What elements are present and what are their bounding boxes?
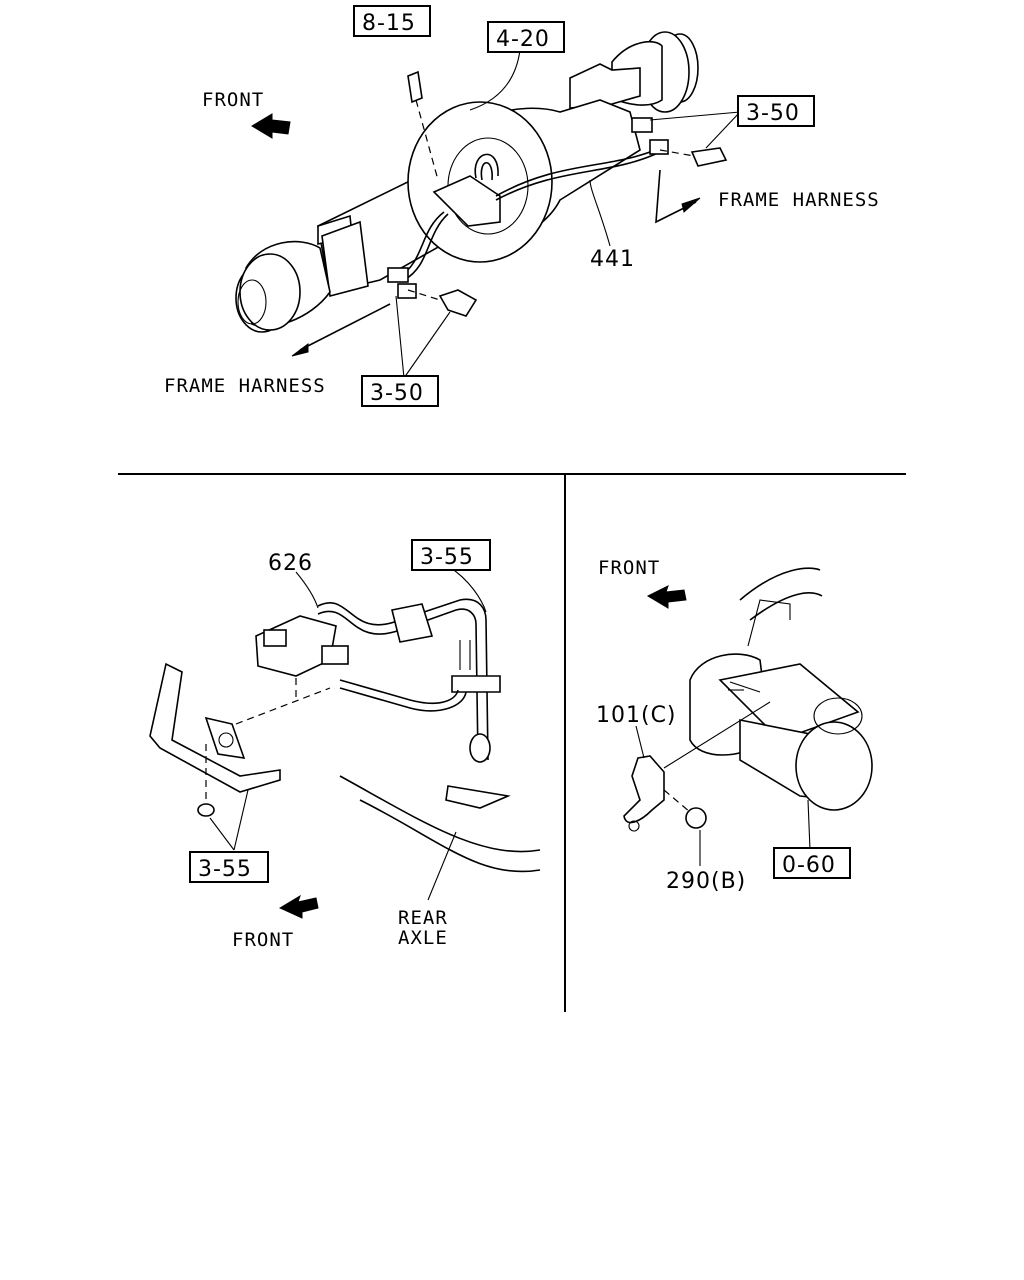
ref-box-3-50-left[interactable]	[361, 375, 439, 407]
frame-harness-arrow-icon-left	[291, 343, 309, 357]
bracket-drawing	[149, 662, 281, 817]
bracket-101c-drawing	[623, 701, 771, 832]
ref-4-20[interactable]: 4-20	[496, 27, 550, 52]
ref-box-3-55-top[interactable]	[411, 539, 491, 571]
rear-axle-leader	[427, 831, 457, 901]
ref-3-50-right[interactable]: 3-50	[746, 101, 800, 126]
ref-3-55-bottom-leader-b	[233, 789, 249, 851]
ref-box-4-20[interactable]	[487, 21, 565, 53]
part-626-leader	[295, 571, 319, 609]
rear-axle-curve	[339, 775, 541, 853]
front-arrow-icon-bottom-right	[646, 585, 687, 609]
label-axle: AXLE	[398, 927, 448, 949]
part-101c-leader	[635, 725, 645, 759]
ref-3-55-bottom[interactable]: 3-55	[198, 857, 252, 882]
top-panel-rear-axle: FRONT FRAME HARNESS FRAME HARNESS 441 8-…	[164, 5, 880, 407]
bolts-drawing	[407, 70, 728, 317]
ref-8-15[interactable]: 8-15	[362, 11, 416, 36]
ref-0-60-leader	[807, 799, 811, 851]
ref-3-55-bottom-leader-a	[209, 817, 235, 851]
ref-3-55-top[interactable]: 3-55	[420, 545, 474, 570]
right-hub-drawing	[569, 31, 699, 113]
ref-box-8-15[interactable]	[353, 5, 431, 37]
part-101c[interactable]: 101(C)	[596, 703, 677, 728]
ref-3-50-left[interactable]: 3-50	[370, 381, 424, 406]
front-arrow-icon-bottom-left	[278, 894, 319, 919]
valve-pipes-drawing	[235, 598, 511, 809]
motor-drawing	[689, 567, 873, 811]
frame-harness-arrow-icon	[681, 197, 701, 213]
label-frame-harness-left: FRAME HARNESS	[164, 375, 326, 397]
part-441[interactable]: 441	[590, 247, 635, 272]
label-front-bottom-right: FRONT	[598, 557, 660, 579]
bottom-right-panel-motor: FRONT 101(C) 290(B) 0-60	[596, 557, 873, 894]
label-rear: REAR	[398, 907, 448, 929]
sensor-and-harness-drawing	[387, 117, 669, 299]
left-hub-drawing	[235, 240, 331, 333]
part-290b[interactable]: 290(B)	[666, 869, 746, 894]
label-frame-harness-right: FRAME HARNESS	[718, 189, 880, 211]
ref-box-0-60[interactable]	[773, 847, 851, 879]
bottom-left-panel-valve: 626 3-55 3-55 FRONT REAR AXLE	[149, 539, 541, 951]
front-arrow-icon	[251, 113, 291, 139]
part-626[interactable]: 626	[268, 551, 313, 576]
ref-0-60[interactable]: 0-60	[782, 853, 836, 878]
label-front-bottom-left: FRONT	[232, 929, 294, 951]
ref-box-3-50-right[interactable]	[737, 95, 815, 127]
label-front-top: FRONT	[202, 89, 264, 111]
ref-box-3-55-bottom[interactable]	[189, 851, 269, 883]
